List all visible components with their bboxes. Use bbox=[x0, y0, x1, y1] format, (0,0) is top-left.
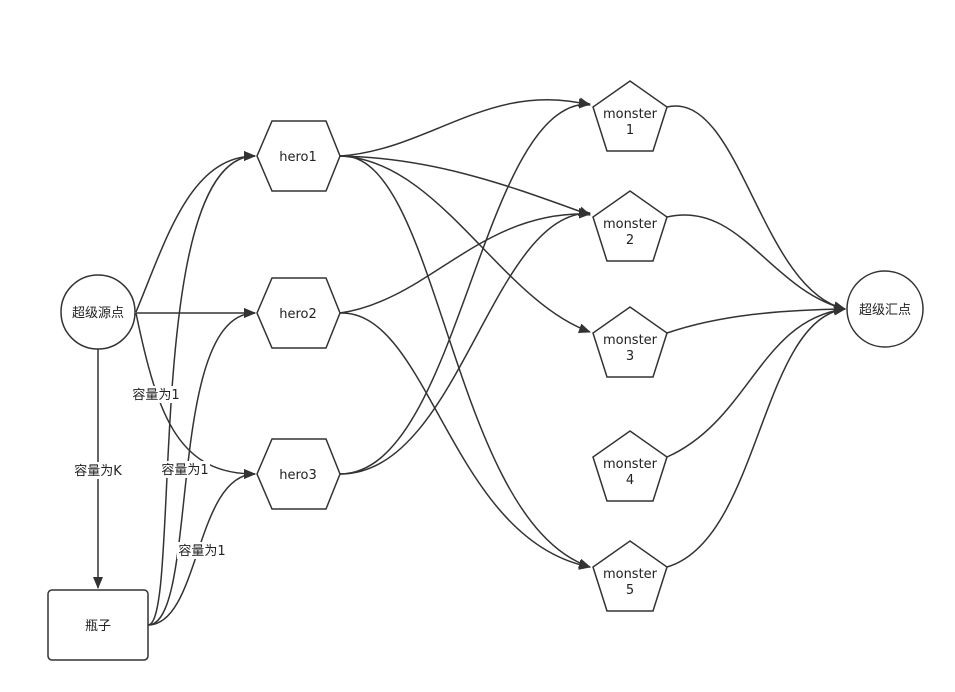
monster4-label-line1: monster bbox=[603, 457, 658, 472]
node-hero2: hero2 bbox=[256, 277, 341, 349]
node-hero3: hero3 bbox=[256, 438, 341, 510]
monster5-pentagon bbox=[592, 540, 668, 612]
node-sink: 超级汇点 bbox=[846, 270, 924, 348]
edge-source-hero1 bbox=[135, 151, 256, 313]
monster3-pentagon bbox=[592, 306, 668, 378]
edge-hero3-monster1 bbox=[339, 98, 591, 475]
monster3-label-line1: monster bbox=[603, 333, 658, 348]
monster2-label-line1: monster bbox=[603, 217, 658, 232]
monster1-pentagon bbox=[592, 80, 668, 152]
edge-hero3-monster2 bbox=[339, 208, 591, 475]
edge-hero2-monster5 bbox=[339, 312, 591, 570]
hero2-label: hero2 bbox=[279, 307, 317, 322]
hero2-hexagon bbox=[256, 277, 341, 349]
edge-labels: 容量为1 容量为K 容量为1 容量为1 bbox=[73, 386, 227, 559]
node-monster3: monster 3 bbox=[592, 306, 668, 378]
edge-label-background bbox=[160, 461, 210, 478]
node-monster2: monster 2 bbox=[592, 190, 668, 262]
edge-monster1-sink bbox=[666, 105, 846, 312]
edge-label-background bbox=[73, 462, 123, 479]
bottle-box bbox=[47, 589, 149, 661]
sink-label: 超级汇点 bbox=[859, 303, 911, 318]
edge-monster4-sink bbox=[666, 305, 846, 458]
edge-monster2-sink bbox=[666, 214, 846, 312]
monster2-pentagon bbox=[592, 190, 668, 262]
node-monster5: monster 5 bbox=[592, 540, 668, 612]
source-circle bbox=[60, 274, 136, 350]
monster1-label-line1: monster bbox=[603, 107, 658, 122]
source-label: 超级源点 bbox=[72, 306, 124, 321]
edge-monster3-sink bbox=[666, 304, 846, 334]
edge-label-background bbox=[177, 542, 227, 559]
monster5-label-line1: monster bbox=[603, 567, 658, 582]
monster2-label-line2: 2 bbox=[626, 233, 634, 248]
edge-label-bottle-hero2: 容量为1 bbox=[160, 461, 210, 478]
monster5-label-line2: 5 bbox=[626, 583, 634, 598]
sink-circle bbox=[846, 270, 924, 348]
edge-hero1-monster3 bbox=[339, 155, 591, 334]
edge-label-source-bottle: 容量为K bbox=[73, 462, 123, 479]
hero3-label: hero3 bbox=[279, 468, 317, 483]
edge-hero2-monster2 bbox=[339, 208, 591, 314]
monster1-label-line2: 1 bbox=[626, 123, 634, 138]
node-monster4: monster 4 bbox=[592, 430, 668, 502]
edge-label-text: 容量为1 bbox=[178, 543, 225, 559]
edge-label-text: 容量为1 bbox=[161, 462, 208, 478]
node-bottle: 瓶子 bbox=[47, 589, 149, 661]
edge-monster5-sink bbox=[666, 305, 846, 568]
node-monster1: monster 1 bbox=[592, 80, 668, 152]
monster4-pentagon bbox=[592, 430, 668, 502]
bottle-label: 瓶子 bbox=[85, 619, 111, 634]
edge-hero1-monster2 bbox=[339, 155, 591, 217]
monster3-label-line2: 3 bbox=[626, 349, 634, 364]
edge-source-hero3 bbox=[135, 312, 256, 479]
hero1-hexagon bbox=[256, 120, 341, 192]
edge-label-source-hero3: 容量为1 bbox=[131, 386, 181, 403]
edge-hero1-monster1 bbox=[339, 97, 591, 157]
monster4-label-line2: 4 bbox=[626, 473, 634, 488]
edge-label-bottle-hero3: 容量为1 bbox=[177, 542, 227, 559]
node-hero1: hero1 bbox=[256, 120, 341, 192]
node-source: 超级源点 bbox=[60, 274, 136, 350]
edge-label-text: 容量为K bbox=[74, 463, 122, 479]
edge-label-text: 容量为1 bbox=[132, 387, 179, 403]
hero3-hexagon bbox=[256, 438, 341, 510]
hero1-label: hero1 bbox=[279, 150, 317, 165]
edge-hero1-monster5 bbox=[339, 155, 591, 569]
edge-label-background bbox=[131, 386, 181, 403]
